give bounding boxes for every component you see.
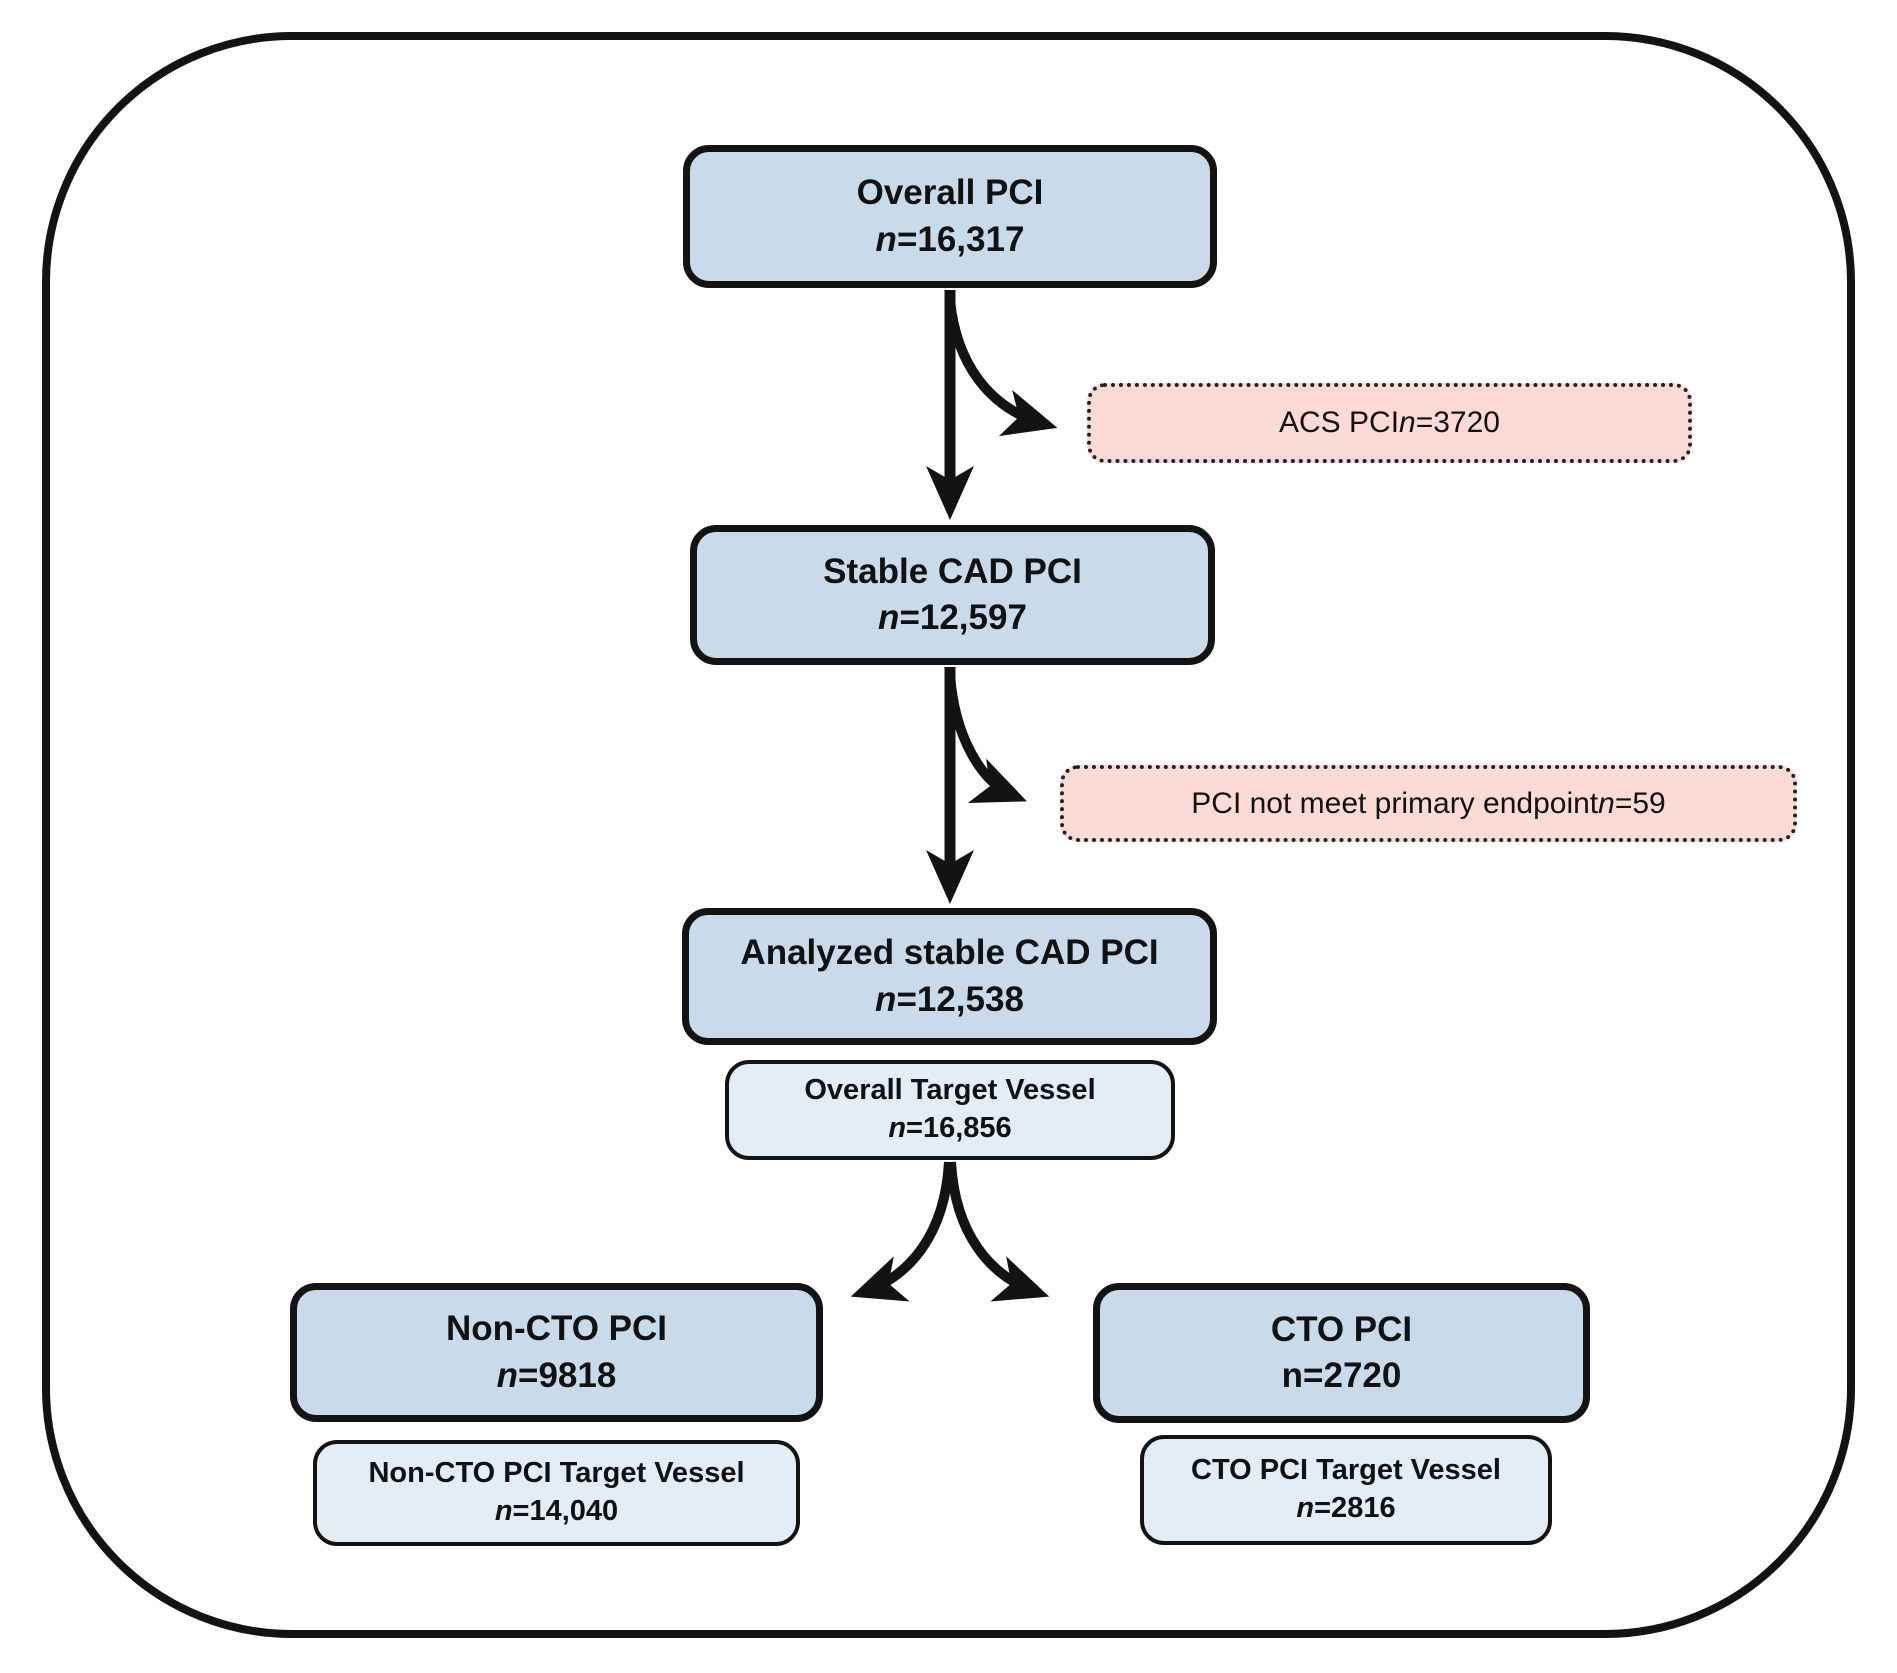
box-analyzed-count: n=12,538 bbox=[875, 977, 1024, 1023]
box-non-cto-pci: Non-CTO PCI n=9818 bbox=[290, 1283, 823, 1422]
box-non-cto-tv-title: Non-CTO PCI Target Vessel bbox=[368, 1457, 745, 1490]
box-cto-tv-count: n=2816 bbox=[1296, 1490, 1395, 1528]
box-cto-tv-title: CTO PCI Target Vessel bbox=[1191, 1454, 1501, 1487]
n-value: =9818 bbox=[518, 1355, 617, 1395]
box-cto-count: n=2720 bbox=[1281, 1356, 1402, 1395]
n-symbol: n bbox=[888, 1112, 907, 1144]
box-overall-target-vessel: Overall Target Vessel n=16,856 bbox=[725, 1060, 1175, 1160]
n-value: =12,538 bbox=[896, 979, 1024, 1019]
box-endpoint-excluded: PCI not meet primary endpoint n=59 bbox=[1060, 765, 1797, 842]
box-overall-pci-count: n=16,317 bbox=[876, 217, 1025, 263]
n-value: =3720 bbox=[1415, 406, 1500, 439]
n-value: =16,317 bbox=[896, 219, 1025, 259]
box-analyzed-stable-cad-pci: Analyzed stable CAD PCI n=12,538 bbox=[682, 908, 1217, 1045]
box-stable-cad-pci: Stable CAD PCI n=12,597 bbox=[690, 525, 1215, 665]
box-overall-tv-count: n=16,856 bbox=[888, 1110, 1011, 1148]
arrow-fork-right bbox=[946, 1161, 1050, 1302]
n-value: =59 bbox=[1614, 786, 1666, 820]
n-symbol: n bbox=[1296, 1492, 1315, 1524]
arrow-branch-acs bbox=[945, 299, 1058, 437]
box-overall-tv-title: Overall Target Vessel bbox=[804, 1074, 1096, 1107]
box-overall-pci-title: Overall PCI bbox=[856, 173, 1044, 213]
n-symbol: n bbox=[875, 219, 897, 259]
box-non-cto-count: n=9818 bbox=[497, 1353, 617, 1399]
box-non-cto-target-vessel: Non-CTO PCI Target Vessel n=14,040 bbox=[313, 1440, 800, 1546]
arrow-fork-left bbox=[850, 1161, 954, 1302]
box-analyzed-title: Analyzed stable CAD PCI bbox=[740, 933, 1159, 973]
n-symbol: n bbox=[878, 598, 900, 637]
exclusion-text: PCI not meet primary endpoint bbox=[1191, 786, 1599, 820]
n-value: =14,040 bbox=[512, 1495, 619, 1527]
n-symbol: n bbox=[496, 1355, 519, 1395]
box-non-cto-title: Non-CTO PCI bbox=[445, 1309, 667, 1349]
box-non-cto-tv-count: n=14,040 bbox=[495, 1493, 618, 1531]
n-symbol: n bbox=[494, 1495, 513, 1527]
box-cto-target-vessel: CTO PCI Target Vessel n=2816 bbox=[1140, 1435, 1552, 1545]
outer-frame bbox=[42, 32, 1855, 1638]
n-symbol: n bbox=[1399, 406, 1416, 439]
box-acs-pci-excluded: ACS PCI n=3720 bbox=[1087, 383, 1692, 463]
box-overall-pci: Overall PCI n=16,317 bbox=[683, 145, 1217, 288]
n-value: =16,856 bbox=[906, 1112, 1012, 1144]
box-stable-cad-pci-title: Stable CAD PCI bbox=[823, 551, 1082, 591]
n-value: =12,597 bbox=[899, 598, 1027, 637]
exclusion-text: ACS PCI bbox=[1279, 406, 1400, 439]
box-cto-pci: CTO PCI n=2720 bbox=[1093, 1283, 1590, 1423]
box-cto-title: CTO PCI bbox=[1270, 1309, 1413, 1349]
n-symbol: n bbox=[1598, 786, 1615, 820]
box-stable-cad-pci-count: n=12,597 bbox=[878, 595, 1027, 641]
n-value: =2816 bbox=[1314, 1492, 1396, 1524]
arrow-branch-endpoint bbox=[945, 673, 1027, 803]
n-symbol: n bbox=[875, 979, 897, 1019]
